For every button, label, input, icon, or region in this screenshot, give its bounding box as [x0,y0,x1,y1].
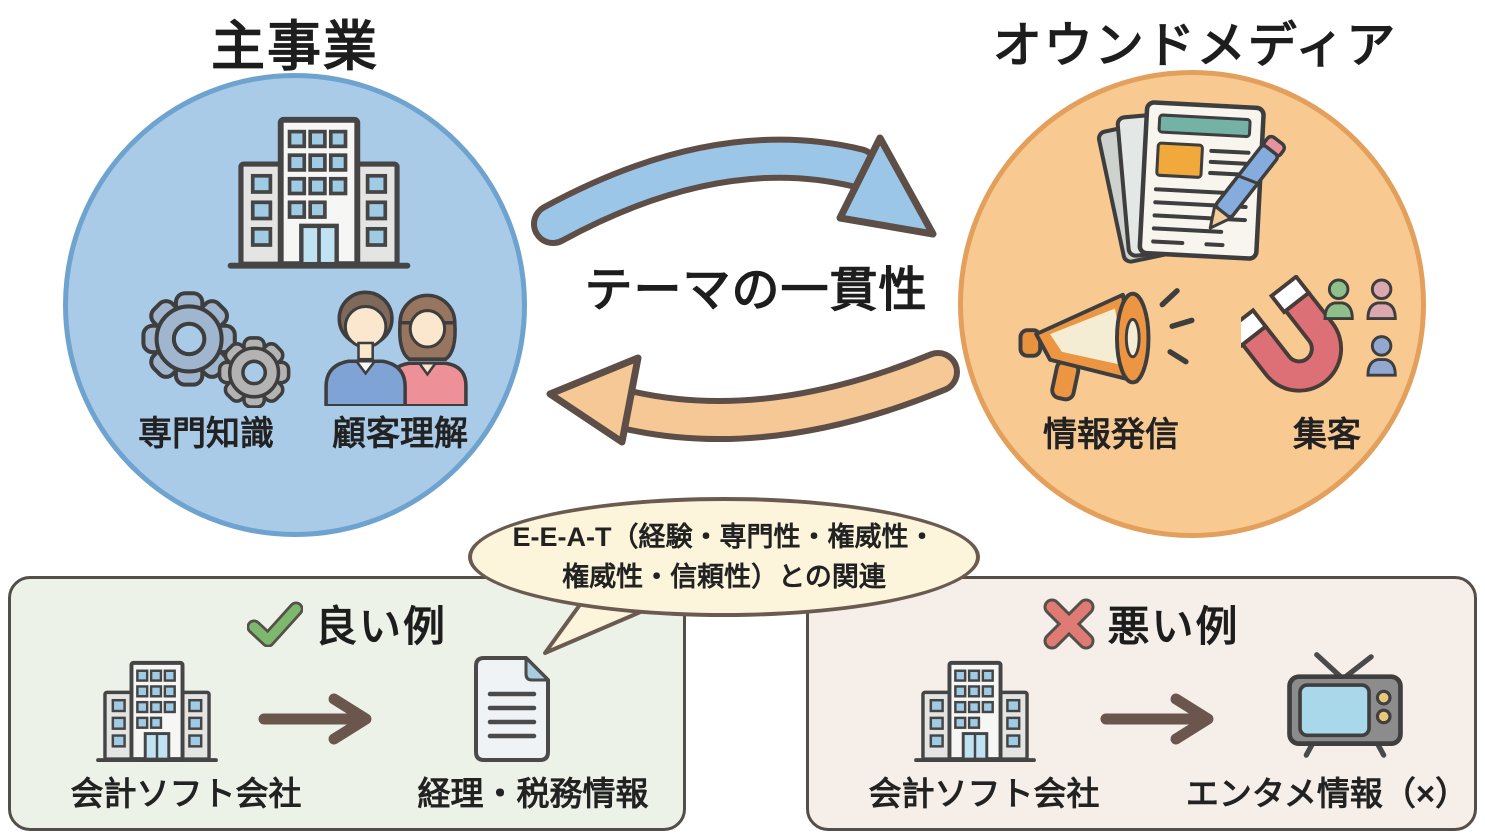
eeat-bubble-line1: E-E-A-T（経験・専門性・権威性・ [512,521,936,552]
good-source-label: 会計ソフト会社 [70,775,302,812]
cross-icon [1043,598,1095,649]
people-icon [324,290,468,406]
attract-customers-label: 集客 [1293,416,1361,454]
bad-example-panel: 悪い例 会計ソフト会社 エンタメ情報（×） [806,576,1477,831]
main-business-title: 主事業 [211,17,379,77]
arrow-to-media-icon [531,134,937,246]
magnet-icon [1241,275,1397,393]
eeat-bubble: E-E-A-T（経験・専門性・権威性・ 権威性・信頼性）との関連 [468,497,980,617]
megaphone-icon [1018,288,1195,402]
gears-icon [141,291,291,408]
good-output-label: 経理・税務情報 [417,775,649,812]
expertise-label: 専門知識 [138,415,274,453]
customer-understanding-label: 顧客理解 [332,415,468,453]
bad-example-title: 悪い例 [1107,603,1240,650]
good-example-header: 良い例 [11,593,683,654]
bad-example-header: 悪い例 [809,593,1474,654]
article-pen-icon [1096,100,1287,264]
theme-consistency-label: テーマの一貫性 [584,264,928,317]
owned-media-circle: 情報発信 集客 [958,70,1426,538]
arrow-right-icon [258,693,372,745]
document-icon [474,656,550,762]
building-icon [911,657,1039,765]
owned-media-title: オウンドメディア [992,19,1398,73]
bad-source-label: 会計ソフト会社 [868,775,1100,812]
building-icon [93,657,221,765]
tv-icon [1287,652,1403,758]
good-example-title: 良い例 [314,603,447,650]
arrow-right-icon [1100,693,1214,745]
main-business-circle: 専門知識 顧客理解 [63,73,527,537]
bad-output-label: エンタメ情報（×） [1185,775,1469,812]
eeat-bubble-line2: 権威性・信頼性）との関連 [562,562,886,592]
check-icon [246,601,303,647]
info-dissemination-label: 情報発信 [1043,416,1179,454]
building-icon [208,111,430,273]
arrow-to-business-icon [546,350,960,446]
